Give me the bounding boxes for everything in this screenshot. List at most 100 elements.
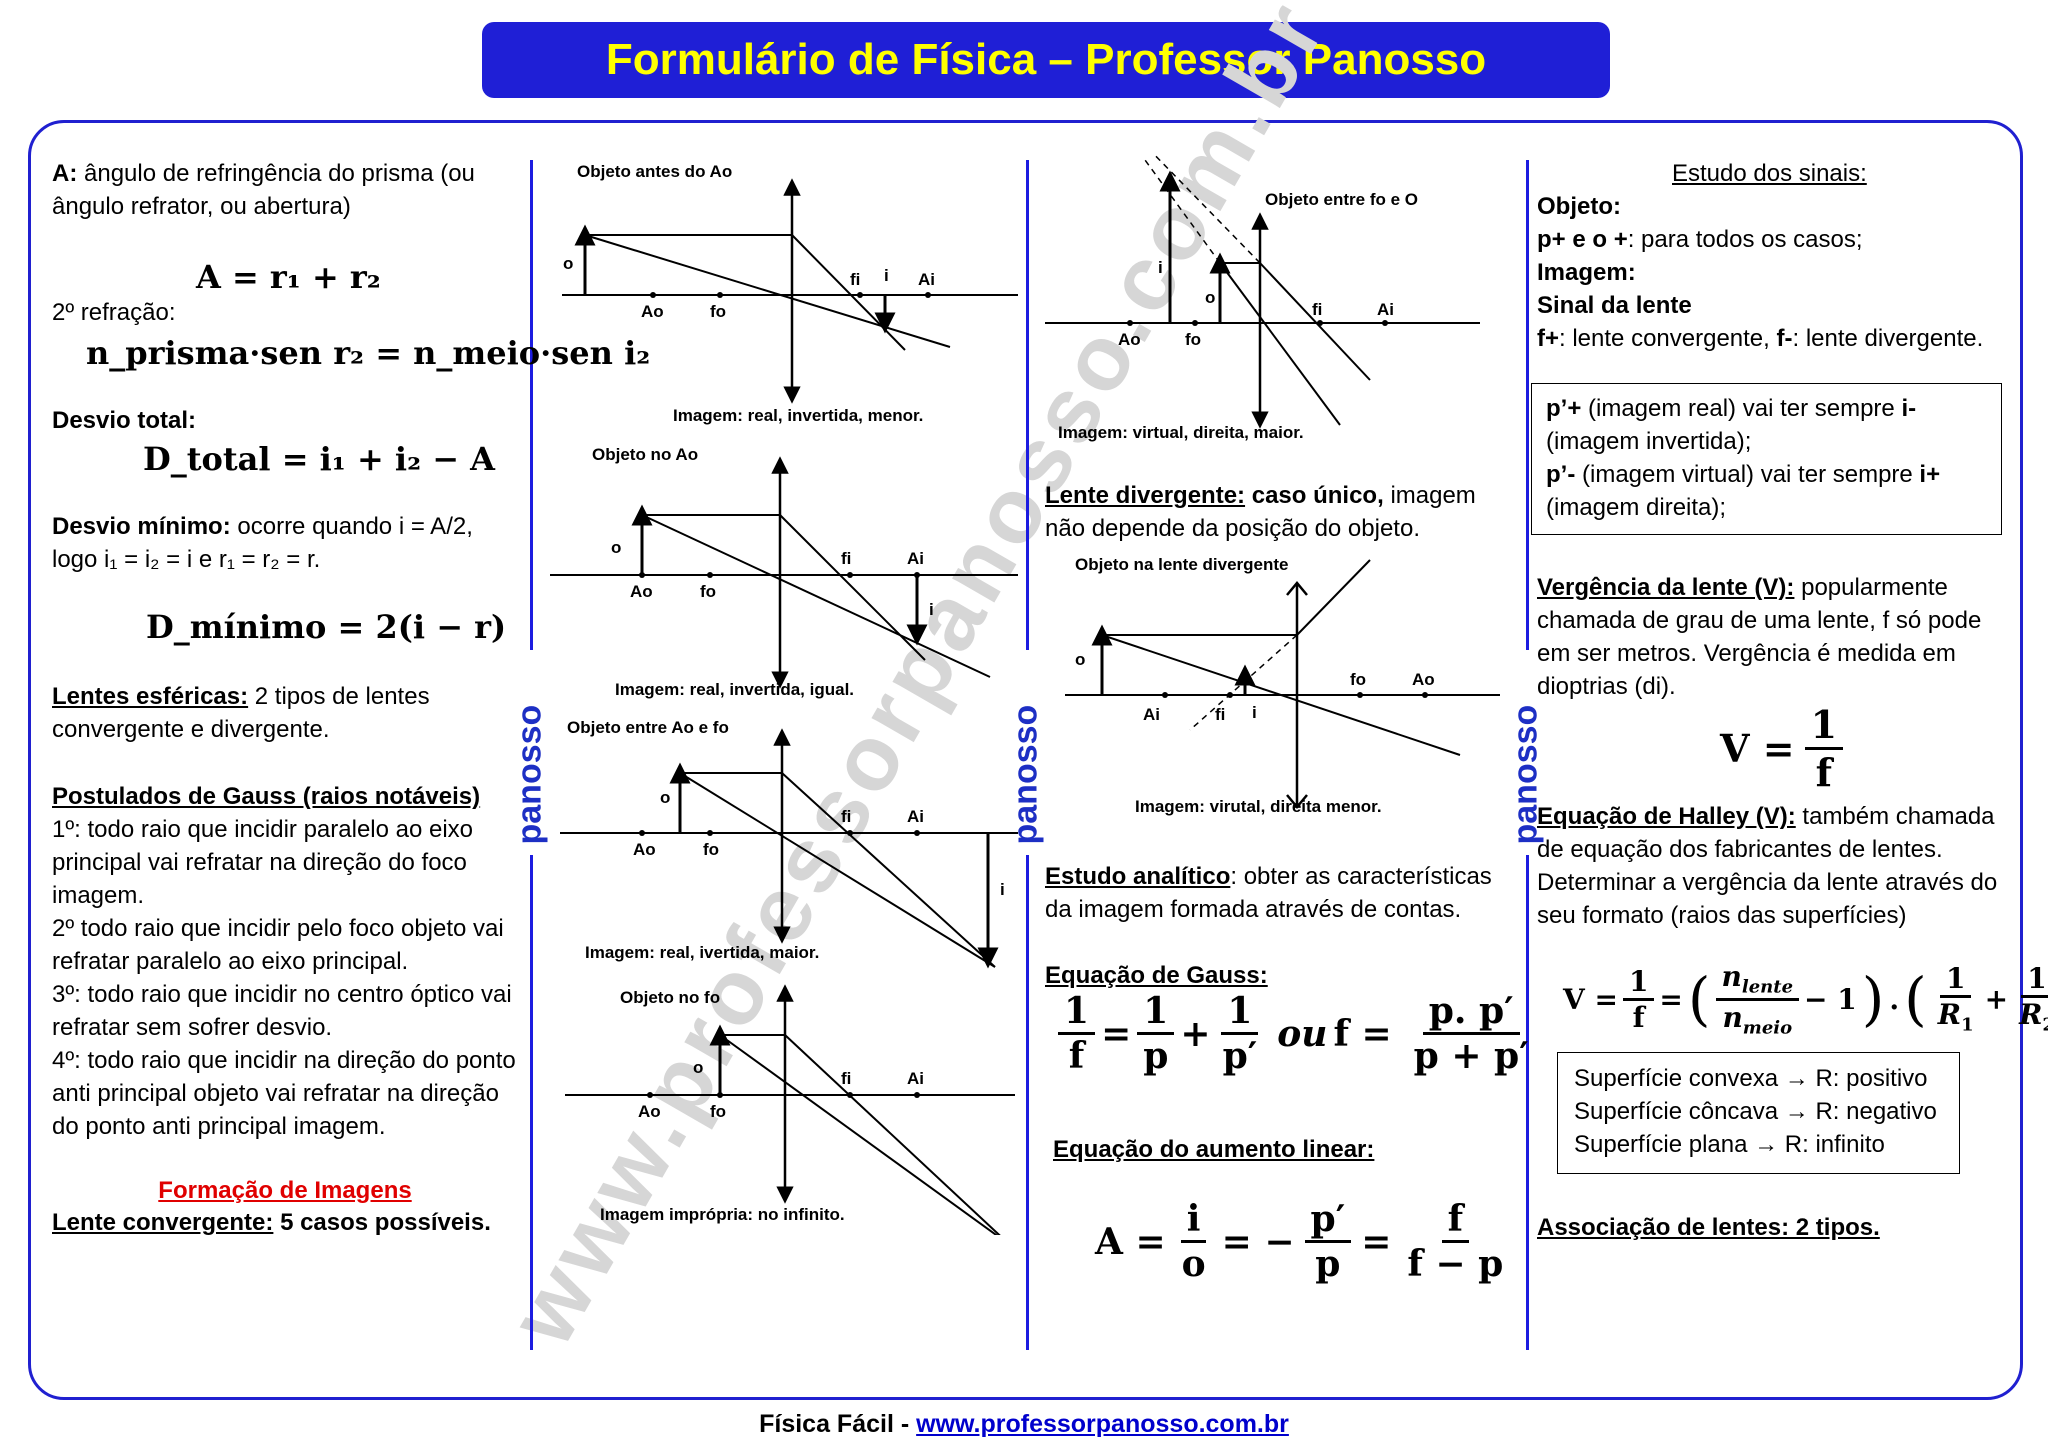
diagram-caption: Imagem: real, invertida, igual.: [615, 680, 854, 699]
estudo-sinais-title: Estudo dos sinais:: [1672, 160, 1867, 187]
box1-c-end: i+: [1919, 461, 1941, 488]
vergencia-label: Vergência da lente (V):: [1537, 574, 1795, 601]
divergente-bold: caso único,: [1251, 482, 1384, 509]
gauss-equation-label: Equação de Gauss:: [1045, 962, 1268, 989]
diagram-objeto-antes-ao: Objeto antes do Ao o Ao fo fi i Ai Image…: [562, 162, 1018, 425]
sinal-lente-label: Sinal da lente: [1537, 292, 1692, 319]
aumento-linear-label: Equação do aumento linear:: [1053, 1136, 1375, 1163]
svg-text:Ai: Ai: [1143, 705, 1160, 724]
svg-text:fi: fi: [1312, 300, 1322, 319]
desvio-minimo-text-2: logo i₁ = i₂ = i e r₁ = r₂ = r.: [52, 546, 321, 573]
lente-divergente-text: Lente divergente: caso único, imagem não…: [1045, 479, 1515, 545]
convergente-text: 5 casos possíveis.: [280, 1209, 491, 1236]
svg-text:o: o: [1205, 288, 1215, 307]
svg-text:i: i: [1252, 703, 1257, 722]
desvio-total-label: Desvio total:: [52, 407, 197, 434]
desvio-minimo-text: ocorre quando i = A/2,: [237, 513, 473, 540]
diagram-title: Objeto na lente divergente: [1075, 555, 1289, 574]
lentes-label: Lentes esféricas:: [52, 683, 249, 710]
postulados-label: Postulados de Gauss (raios notáveis): [52, 783, 481, 810]
superficie-concava: Superfície côncava → R: negativo: [1574, 1098, 1937, 1125]
diagram-lente-divergente: Objeto na lente divergente o Ai fi i fo …: [1065, 555, 1500, 816]
svg-text:fo: fo: [703, 840, 719, 859]
imagem-sign-box: p’+ (imagem real) vai ter sempre i- (ima…: [1531, 383, 2002, 535]
postulado-2: 2º todo raio que incidir pelo foco objet…: [52, 915, 504, 975]
analitico-label: Estudo analítico: [1045, 863, 1231, 890]
desvio-minimo-label: Desvio mínimo:: [52, 513, 231, 540]
svg-text:fo: fo: [700, 582, 716, 601]
box1-b-text: (imagem invertida);: [1546, 428, 1752, 455]
svg-text:o: o: [693, 1058, 703, 1077]
svg-text:Ai: Ai: [907, 1069, 924, 1088]
associacao-lentes: Associação de lentes: 2 tipos.: [1537, 1214, 1880, 1241]
box1-a-bold: p’+: [1546, 395, 1582, 422]
estudo-analitico: Estudo analítico: obter as característic…: [1045, 860, 1515, 926]
box1-d-text: (imagem direita);: [1546, 494, 1727, 521]
diagram-objeto-no-ao: Objeto no Ao o Ao fo fi Ai i Imagem: rea…: [550, 445, 1018, 699]
formacao-imagens-heading: Formação de Imagens: [158, 1177, 412, 1204]
objeto-text: : para todos os casos;: [1627, 226, 1863, 253]
divider-2-bottom: [1026, 855, 1029, 1350]
svg-text:fo: fo: [1350, 670, 1366, 689]
svg-text:i: i: [1000, 880, 1005, 899]
footer: Física Fácil - www.professorpanosso.com.…: [0, 1410, 2048, 1439]
svg-text:fi: fi: [841, 1069, 851, 1088]
postulado-1: 1º: todo raio que incidir paralelo ao ei…: [52, 816, 474, 909]
analitico-text: : obter as características da imagem for…: [1045, 863, 1492, 923]
diagram-title: Objeto no fo: [620, 988, 720, 1007]
objeto-bold: p+ e o +: [1537, 226, 1628, 253]
halley-section: Equação de Halley (V): também chamada de…: [1537, 800, 2017, 932]
box1-c-bold: p’-: [1546, 461, 1576, 488]
svg-text:fo: fo: [1185, 330, 1201, 349]
superficie-convexa: Superfície convexa → R: positivo: [1574, 1065, 1928, 1092]
diagram-caption: Imagem: virutal, direita menor.: [1135, 797, 1382, 816]
gauss-ou: ou: [1277, 1012, 1328, 1055]
equation-snell: n_prisma·sen r₂ = n_meio·sen i₂: [86, 334, 651, 372]
diagram-title: Objeto antes do Ao: [577, 162, 732, 181]
convergente-label: Lente convergente:: [52, 1209, 274, 1236]
halley-label: Equação de Halley (V):: [1537, 803, 1796, 830]
converging-lens-diagrams: Objeto antes do Ao o Ao fo fi i Ai Image…: [550, 162, 1018, 1235]
svg-text:Ao: Ao: [1118, 330, 1141, 349]
svg-text:fi: fi: [841, 549, 851, 568]
postulado-4: 4º: todo raio que incidir na direção do …: [52, 1047, 516, 1140]
svg-text:Ai: Ai: [907, 807, 924, 826]
svg-text:i: i: [1158, 258, 1163, 277]
diagram-caption: Imagem: real, invertida, menor.: [673, 406, 923, 425]
vergencia-text: popularmente chamada de grau de uma lent…: [1537, 574, 1982, 700]
svg-text:o: o: [611, 538, 621, 557]
divider-3-bottom: [1526, 855, 1529, 1350]
second-refraction-label: 2º refração:: [52, 299, 176, 326]
svg-text:Ao: Ao: [638, 1102, 661, 1121]
diagram-caption: Imagem imprópria: no infinito.: [600, 1205, 845, 1224]
divergente-label: Lente divergente:: [1045, 482, 1246, 509]
divergente-text: imagem não depende da posição do objeto.: [1045, 482, 1476, 542]
svg-text:fo: fo: [710, 1102, 726, 1121]
title-banner: Formulário de Física – Professor Panosso: [482, 22, 1610, 98]
svg-text:o: o: [563, 254, 573, 273]
svg-text:Ao: Ao: [1412, 670, 1435, 689]
svg-text:fo: fo: [710, 302, 726, 321]
diagram-title: Objeto entre fo e O: [1265, 190, 1418, 209]
svg-text:fi: fi: [850, 270, 860, 289]
superficie-plana: Superfície plana → R: infinito: [1574, 1131, 1885, 1158]
svg-text:i: i: [929, 600, 934, 619]
svg-text:Ai: Ai: [907, 549, 924, 568]
footer-link[interactable]: www.professorpanosso.com.br: [916, 1410, 1289, 1438]
divider-1-top: [530, 160, 533, 650]
svg-text:fi: fi: [1215, 705, 1225, 724]
superficie-box: Superfície convexa → R: positivo Superfí…: [1557, 1052, 1960, 1174]
equation-A: A = r₁ + r₂: [196, 258, 381, 296]
page-title: Formulário de Física – Professor Panosso: [605, 35, 1487, 84]
equation-desvio-minimo: D_mínimo = 2(i − r): [146, 608, 507, 646]
divider-1-bottom: [530, 855, 533, 1350]
diagram-objeto-entre-ao-fo: Objeto entre Ao e fo o Ao fo fi Ai i Ima…: [560, 718, 1018, 969]
diagram-objeto-entre-fo-e-o: Objeto entre fo e O i o Ao fo fi Ai Imag…: [1045, 155, 1480, 442]
lente-convergente: Lente convergente: 5 casos possíveis.: [52, 1206, 491, 1239]
prism-text: ângulo de refringência do prisma (ou âng…: [52, 160, 475, 220]
postulados-gauss: Postulados de Gauss (raios notáveis) 1º:…: [52, 780, 522, 1143]
diagram-caption: Imagem: virtual, direita, maior.: [1058, 423, 1304, 442]
fminus: f-: [1776, 325, 1793, 352]
